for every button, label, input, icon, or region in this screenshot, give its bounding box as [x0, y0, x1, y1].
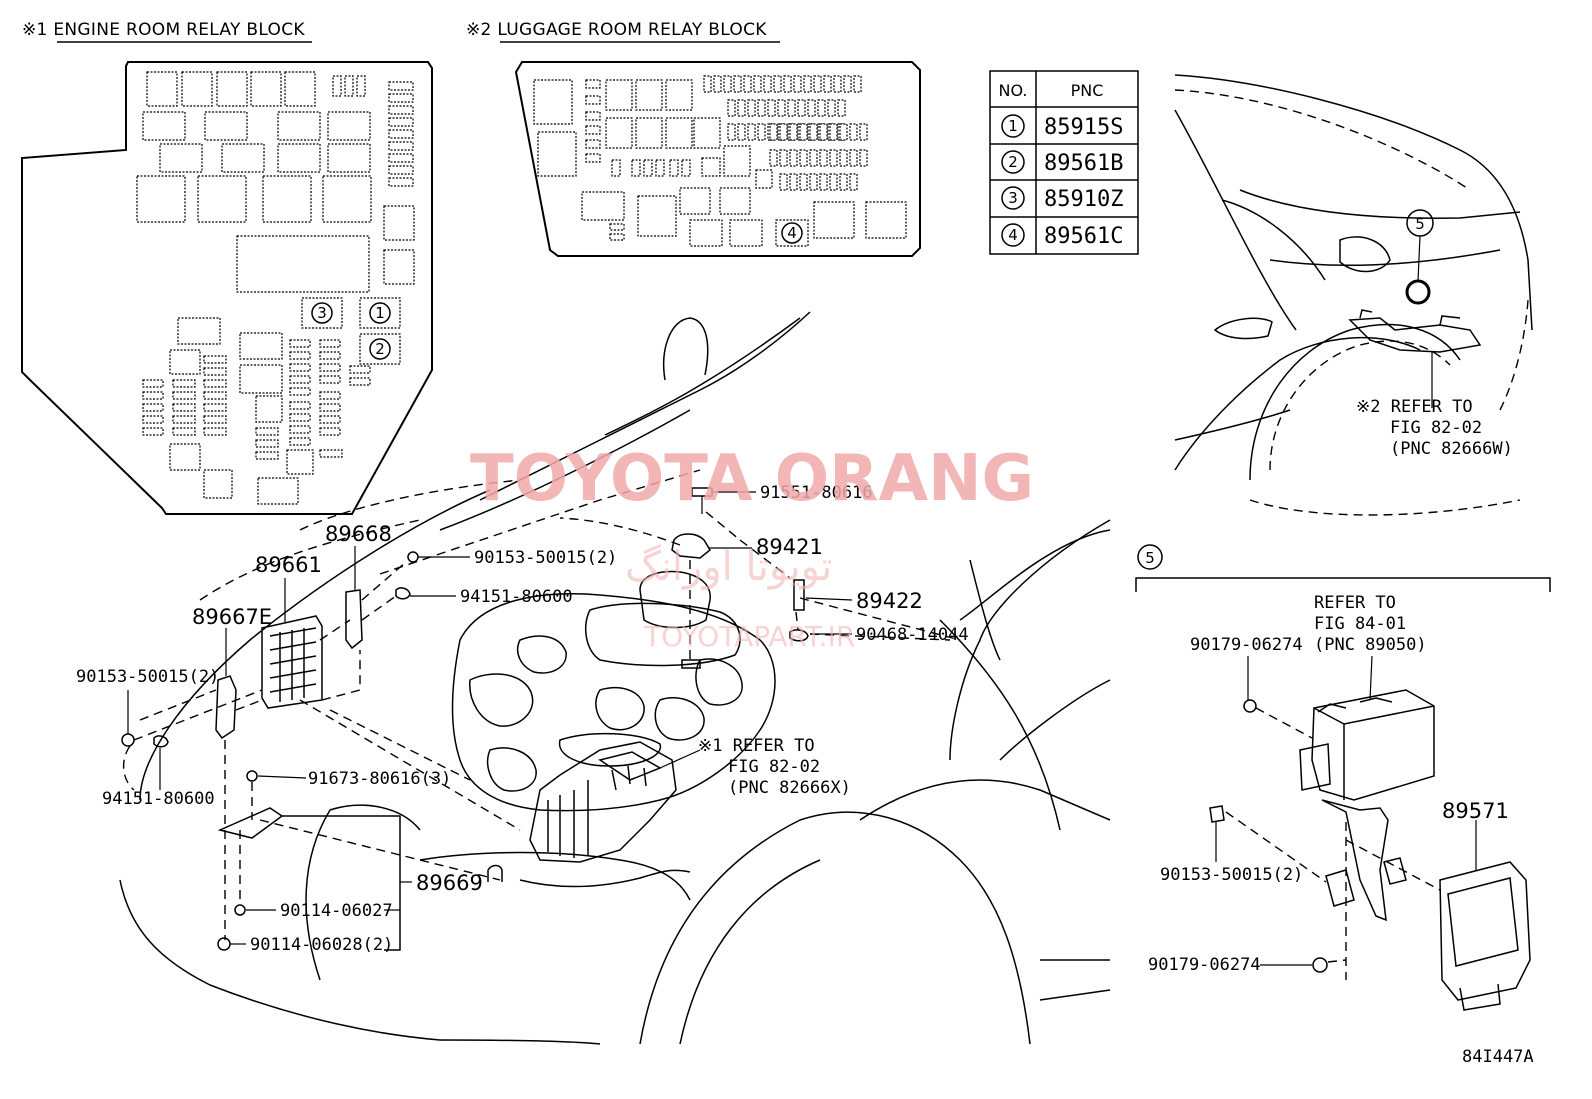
- engine-ref-line2: FIG 82-02: [728, 757, 820, 777]
- pnc-row-value: 89561C: [1044, 224, 1123, 249]
- engine-block-header: ※1 ENGINE ROOM RELAY BLOCK: [22, 20, 305, 40]
- pnc-row-value: 85915S: [1044, 115, 1123, 140]
- engine-ref-line3: (PNC 82666X): [728, 778, 851, 798]
- part-89421: 89421: [756, 535, 823, 559]
- ref-5-top: 5: [1415, 215, 1425, 233]
- part-90153-detail: 90153-50015(2): [1160, 865, 1303, 885]
- engine-marker-2: 2: [375, 340, 385, 358]
- watermark-persian: تویوتا اورانگ: [625, 544, 832, 590]
- luggage-ref-line2: FIG 82-02: [1390, 418, 1482, 438]
- pnc-table-col-no: NO.: [999, 81, 1028, 100]
- pnc-row-no: 1: [1008, 117, 1018, 135]
- pnc-row-no: 2: [1008, 153, 1018, 171]
- detail-ref-line2: FIG 84-01: [1314, 614, 1406, 634]
- luggage-relay-block: 4: [514, 61, 921, 257]
- part-90153-top: 90153-50015(2): [474, 548, 617, 568]
- engine-marker-1: 1: [375, 304, 385, 322]
- detail-ref-line1: REFER TO: [1314, 593, 1396, 613]
- detail-5: 5 REFER TO FIG 84-01 (PNC 89050) 90179-0…: [1135, 544, 1551, 1011]
- part-90468: 90468-14044: [856, 625, 969, 645]
- luggage-block-header: ※2 LUGGAGE ROOM RELAY BLOCK: [466, 20, 767, 40]
- pnc-row-no: 4: [1008, 226, 1018, 244]
- pnc-row-no: 3: [1008, 189, 1018, 207]
- pnc-row-value: 89561B: [1044, 151, 1123, 176]
- luggage-ref-line1: ※2 REFER TO: [1356, 397, 1473, 417]
- luggage-ref-line3: (PNC 82666W): [1390, 439, 1513, 459]
- engine-bay-drawing: ※1 REFER TO FIG 82-02 (PNC 82666X) 91551…: [76, 311, 1111, 1045]
- figure-id: 84I447A: [1462, 1047, 1534, 1067]
- part-90114-a: 90114-06027: [280, 901, 393, 921]
- part-90179-b: 90179-06274: [1148, 955, 1261, 975]
- part-89661: 89661: [255, 553, 322, 577]
- part-89422: 89422: [856, 589, 923, 613]
- part-89669: 89669: [416, 871, 483, 895]
- watermark-url: TOYOTAPART.IR: [643, 620, 855, 653]
- luggage-marker-4: 4: [787, 224, 797, 242]
- pnc-table: NO. PNC 1 85915S 2 89561B 3 85910Z 4 895…: [989, 70, 1139, 255]
- engine-marker-3: 3: [317, 304, 327, 322]
- part-90179-a: 90179-06274: [1190, 635, 1303, 655]
- part-89667e: 89667E: [192, 605, 272, 629]
- part-94151-left: 94151-80600: [102, 789, 215, 809]
- part-89571: 89571: [1442, 799, 1509, 823]
- watermark-main: TOYOTA ORANG: [470, 442, 1034, 516]
- ref-5-detail: 5: [1145, 549, 1155, 567]
- part-94151-top: 94151-80600: [460, 587, 573, 607]
- watermark: TOYOTA ORANG تویوتا اورانگ TOYOTAPART.IR: [470, 442, 1034, 653]
- part-90153-left: 90153-50015(2): [76, 667, 219, 687]
- part-91551: 91551-80616: [760, 483, 873, 503]
- part-91673: 91673-80616(3): [308, 769, 451, 789]
- part-90114-b: 90114-06028(2): [250, 935, 393, 955]
- rear-car-view: 5 ※2 REFER TO FIG 82-02 (PNC 82666W): [1174, 74, 1533, 516]
- pnc-table-col-pnc: PNC: [1071, 81, 1104, 100]
- engine-relay-block: 3 1 2: [21, 61, 433, 515]
- pnc-row-value: 85910Z: [1044, 187, 1123, 212]
- engine-ref-line1: ※1 REFER TO: [698, 736, 815, 756]
- detail-ref-line3: (PNC 89050): [1314, 635, 1427, 655]
